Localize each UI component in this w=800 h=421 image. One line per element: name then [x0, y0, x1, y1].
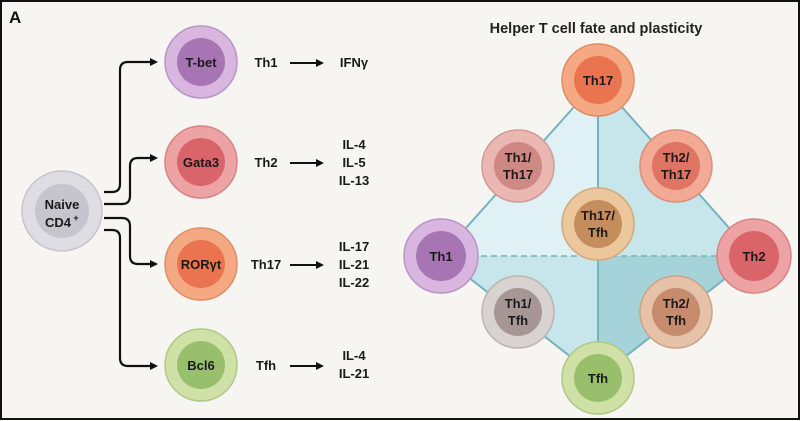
tf-label-bcl6: Bcl6	[187, 358, 214, 373]
node-label-th17-tfh-line2: Tfh	[588, 225, 608, 240]
gata3-cell-nucleus	[177, 138, 225, 186]
node-label-th1-th17-line2: Th17	[503, 167, 533, 182]
arrow-to-bcl6	[104, 228, 158, 370]
diagram-title: Helper T cell fate and plasticity	[490, 21, 703, 37]
naive-label: Naive	[45, 197, 80, 212]
node-th1-tfh: Th1/ Tfh	[481, 275, 555, 349]
node-label-th2-th17-line1: Th2/	[663, 150, 690, 165]
cd4-label: CD4	[45, 215, 72, 230]
cd4-superscript: +	[73, 213, 78, 223]
node-label-th2: Th2	[742, 249, 765, 264]
tf-label-tbet: T-bet	[185, 55, 217, 70]
naive-cd4-cell: Naive CD4 +	[21, 170, 103, 252]
node-label-th2-tfh-line1: Th2/	[663, 296, 690, 311]
lineage-gata3: Gata3 Th2 IL-4 IL-5 IL-13	[164, 125, 369, 199]
node-th2-th17: Th2/ Th17	[639, 129, 713, 203]
node-label-th1: Th1	[429, 249, 452, 264]
node-th17: Th17	[561, 43, 635, 117]
tbet-cell-nucleus	[177, 38, 225, 86]
node-label-th1-th17-line1: Th1/	[505, 150, 532, 165]
lineage-tbet: T-bet Th1 IFNγ	[164, 25, 369, 99]
subset-label-th2: Th2	[254, 155, 277, 170]
node-label-th2-th17-line2: Th17	[661, 167, 691, 182]
panel-label: A	[9, 8, 21, 27]
lineage-rorgt: RORγt Th17 IL-17 IL-21 IL-22	[164, 227, 369, 301]
cytokine-th17-0: IL-17	[339, 239, 369, 254]
differentiation-arrows	[104, 58, 158, 370]
node-label-tfh: Tfh	[588, 371, 608, 386]
cytokine-th2-1: IL-5	[342, 155, 365, 170]
cytokine-th2-2: IL-13	[339, 173, 369, 188]
tf-label-rorgt: RORγt	[181, 257, 222, 272]
node-th1: Th1	[403, 218, 479, 294]
lineage-bcl6: Bcl6 Tfh IL-4 IL-21	[164, 328, 369, 402]
node-label-th17-tfh-line1: Th17/	[581, 208, 615, 223]
node-th2: Th2	[716, 218, 792, 294]
subset-label-th17: Th17	[251, 257, 281, 272]
node-th17-tfh: Th17/ Tfh	[561, 187, 635, 261]
node-th1-th17: Th1/ Th17	[481, 129, 555, 203]
node-label-th1-tfh-line1: Th1/	[505, 296, 532, 311]
bcl6-cell-nucleus	[177, 341, 225, 389]
cytokine-th1-0: IFNγ	[340, 55, 369, 70]
rorgt-cell-nucleus	[177, 240, 225, 288]
subset-label-tfh: Tfh	[256, 358, 276, 373]
node-label-th1-tfh-line2: Tfh	[508, 313, 528, 328]
node-th2-tfh: Th2/ Tfh	[639, 275, 713, 349]
node-tfh: Tfh	[561, 341, 635, 415]
cytokine-th17-1: IL-21	[339, 257, 369, 272]
naive-cell-nucleus	[35, 184, 89, 238]
cytokine-tfh-1: IL-21	[339, 366, 369, 381]
arrow-to-gata3	[104, 154, 158, 206]
arrow-to-rorgt	[104, 216, 158, 268]
tf-label-gata3: Gata3	[183, 155, 219, 170]
node-label-th2-tfh-line2: Tfh	[666, 313, 686, 328]
node-label-th17: Th17	[583, 73, 613, 88]
subset-label-th1: Th1	[254, 55, 277, 70]
arrow-to-tbet	[104, 58, 158, 194]
cytokine-th2-0: IL-4	[342, 137, 366, 152]
cytokine-th17-2: IL-22	[339, 275, 369, 290]
cytokine-tfh-0: IL-4	[342, 348, 366, 363]
